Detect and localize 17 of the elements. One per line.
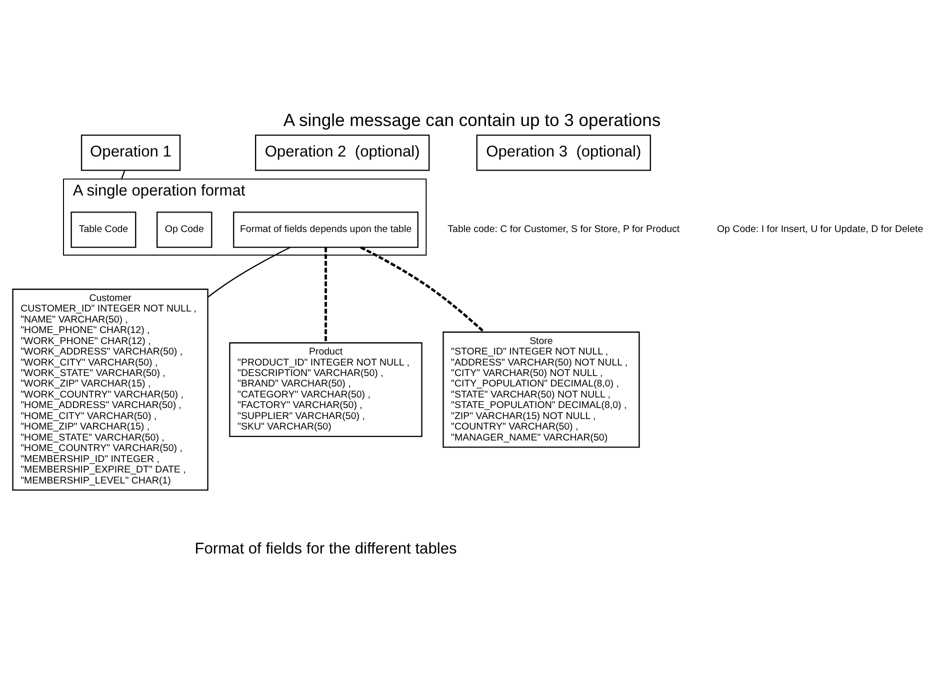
node-box: Format of fields depends upon the table: [233, 212, 418, 248]
node-box: Table Code: [70, 212, 136, 248]
connector: [208, 246, 290, 298]
node-box: Customer CUSTOMER_ID" INTEGER NOT NULL , "NAME" VARCHAR(50) , "HOME_PHONE" CHAR(12) , "WORK_PHONE" CHAR(12) , "WORK_ADDRESS" VARCHAR(50) , "WORK_CITY" VARCHAR(50) , "WORK_STATE" VARCHAR(50) , "WORK_ZIP" VARCHAR(15) , "WORK_COUNTRY" VARCHAR(50) , "HOME_ADDRESS" VARCHAR(50) , "HOME_CITY" VARCHAR(50) , "HOME_ZIP" VARCHAR(15) , "HOME_STATE" VARCHAR(50) , "HOME_COUNTRY" VARCHAR(50) , "MEMBERSHIP_ID" INTEGER , "MEMBERSHIP_EXPIRE_DT" DATE , "MEMBERSHIP_LEVEL" CHAR(1): [12, 288, 208, 491]
node-box: Operation 1: [80, 134, 181, 171]
caption: Format of fields for the different tables: [194, 540, 457, 558]
node-box: Product "PRODUCT_ID" INTEGER NOT NULL , "DESCRIPTION" VARCHAR(50) , "BRAND" VARCHAR(50) , "CATEGORY" VARCHAR(50) , "FACTORY" VARCHAR(50) , "SUPPLIER" VARCHAR(50) , "SKU" VARCHAR(50): [229, 342, 422, 438]
diagram-title: A single message can contain up to 3 operations: [283, 110, 661, 130]
label: Table code: C for Customer, S for Store, P for Product: [448, 224, 680, 236]
node-box: Store "STORE_ID" INTEGER NOT NULL , "ADDRESS" VARCHAR(50) NOT NULL , "CITY" VARCHAR(50) NOT NULL , "CITY_POPULATION" DECIMAL(8,0) , "STATE" VARCHAR(50) NOT NULL , "STATE_POPULATION" DECIMAL(8,0) , "ZIP" VARCHAR(15) NOT NULL , "COUNTRY" VARCHAR(50) , "MANAGER_NAME" VARCHAR(50): [442, 332, 640, 448]
connector: [121, 170, 126, 180]
node-box: Op Code: [156, 212, 212, 248]
connector: [324, 247, 327, 343]
node-box: Operation 3 (optional): [476, 134, 651, 171]
label: Op Code: I for Insert, U for Update, D for Delete: [716, 224, 924, 236]
node-box: Operation 2 (optional): [254, 134, 430, 171]
connector: [360, 246, 485, 333]
